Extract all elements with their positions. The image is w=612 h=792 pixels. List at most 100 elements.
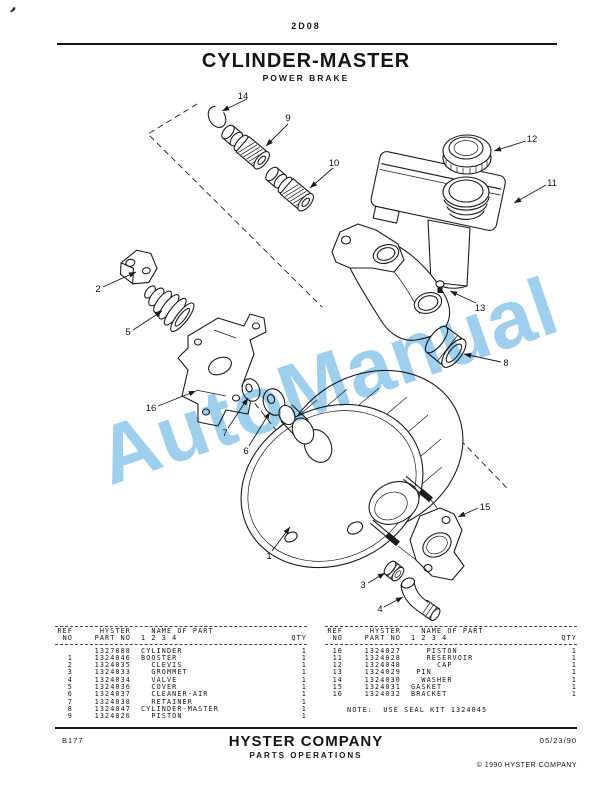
parts-table-left-header: REF HYSTER NAME OF PART NO PART NO 1 2 3… — [55, 626, 307, 645]
callout-7: 7 — [222, 428, 227, 439]
callout-3: 3 — [360, 580, 365, 591]
cell-name: WASHER — [411, 675, 453, 684]
footer-division: PARTS OPERATIONS — [249, 751, 363, 760]
elbow-drawing — [400, 577, 441, 622]
cell-part: 1327888 — [94, 646, 131, 655]
table-row: 7 1324038 RETAINER 1 — [55, 697, 307, 706]
cell-part: 1324038 — [94, 697, 131, 706]
footer-copyright: © 1990 HYSTER COMPANY — [476, 762, 577, 769]
cell-name: CLEVIS — [141, 661, 183, 670]
callout-11: 11 — [547, 178, 557, 189]
cell-qty: 1 — [571, 675, 577, 684]
cell-part: 1324048 — [364, 661, 401, 670]
cell-part: 1324030 — [364, 675, 401, 684]
cell-part: 1324033 — [94, 668, 131, 677]
cell-qty: 1 — [301, 661, 307, 670]
seal-kit-note: NOTE: USE SEAL KIT 1324045 — [347, 705, 488, 714]
cell-name: PISTON — [411, 646, 458, 655]
header-ref: NO — [332, 634, 343, 643]
cell-part: 1324035 — [94, 661, 131, 670]
parts-table-left: REF HYSTER NAME OF PART NO PART NO 1 2 3… — [55, 626, 307, 721]
cell-qty: 1 — [301, 697, 307, 706]
cell-part: 1324026 — [94, 712, 131, 721]
cell-part: 1324029 — [364, 668, 401, 677]
cell-part: 1324032 — [364, 690, 401, 699]
header-part: PART NO — [94, 634, 131, 643]
cell-ref: 6 — [67, 690, 73, 699]
callout-6: 6 — [243, 446, 248, 457]
cell-qty: 1 — [301, 653, 307, 662]
cell-ref: 5 — [67, 683, 73, 692]
callout-2: 2 — [95, 284, 100, 295]
cell-name: PIN — [411, 668, 432, 677]
header-part: HYSTER — [99, 627, 131, 635]
header-qty: QTY — [291, 634, 307, 643]
cell-part: 1324047 — [94, 704, 131, 713]
header-ref: NO — [62, 634, 73, 643]
header-rule — [57, 43, 557, 45]
cell-name: VALVE — [141, 675, 178, 684]
cell-ref: 15 — [332, 683, 343, 692]
clevis-drawing — [119, 249, 158, 285]
piston-assy-9-drawing — [221, 124, 271, 170]
cell-ref: 3 — [67, 668, 73, 677]
cell-qty: 1 — [571, 683, 577, 692]
grommet-nut-drawing — [383, 560, 405, 582]
callout-numbers: 14 9 10 12 11 13 8 2 5 16 7 6 1 15 3 4 — [95, 91, 557, 615]
cell-ref: 7 — [67, 697, 73, 706]
master-cylinder-drawing — [331, 223, 451, 341]
cell-name: COVER — [141, 683, 178, 692]
cell-name: BOOSTER — [141, 653, 178, 662]
cell-qty: 1 — [301, 690, 307, 699]
piston-assy-10-drawing — [265, 166, 315, 212]
washer-drawing — [241, 378, 261, 402]
cell-ref: 12 — [332, 661, 343, 670]
cell-name: CAP — [411, 661, 453, 670]
cell-name: BRACKET — [411, 690, 448, 699]
cell-name: PISTON — [141, 712, 183, 721]
cell-qty: 1 — [301, 712, 307, 721]
callout-12: 12 — [527, 134, 538, 145]
cell-part: 1324034 — [94, 675, 131, 684]
callout-15: 15 — [480, 502, 491, 513]
footer-company: HYSTER COMPANY — [228, 733, 384, 750]
cell-name: GASKET — [411, 683, 443, 692]
header-name: 1 2 3 4 — [411, 634, 448, 643]
cell-qty: 1 — [301, 646, 307, 655]
cell-ref: 10 — [332, 646, 343, 655]
page-title: CYLINDER-MASTER — [201, 50, 411, 72]
callout-1: 1 — [266, 551, 271, 562]
cell-name: CYLINDER-MASTER — [141, 704, 219, 713]
cell-ref: 4 — [67, 675, 73, 684]
header-name: NAME OF PART — [411, 627, 484, 635]
header-ref: REF — [327, 627, 343, 635]
header-name: NAME OF PART — [141, 627, 214, 635]
booster-drawing — [240, 369, 464, 569]
parts-table-right: REF HYSTER NAME OF PART NO PART NO 1 2 3… — [325, 626, 577, 714]
page-code: 2D08 — [291, 21, 321, 31]
cell-part: 1324036 — [94, 683, 131, 692]
cell-name: RETAINER — [141, 697, 193, 706]
callout-13: 13 — [475, 303, 486, 314]
footer-date: 05/23/90 — [539, 736, 577, 745]
cell-ref: 9 — [67, 712, 73, 721]
boot-drawing — [144, 285, 195, 332]
cell-name: CYLINDER — [141, 646, 183, 655]
callout-leaders — [102, 98, 547, 608]
cap-drawing — [442, 134, 492, 175]
cell-part: 1324046 — [94, 653, 131, 662]
